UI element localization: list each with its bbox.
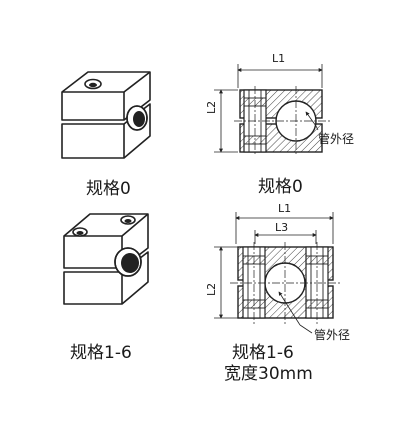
caption-width: 宽度30mm	[224, 364, 313, 384]
iso-clamp-size0	[61, 71, 151, 159]
dim-label-L2-bottom: L2	[205, 282, 218, 296]
dim-label-L1-top: L1	[272, 52, 286, 65]
annotation-pipe-od-bottom: 管外径	[314, 328, 351, 342]
caption-section-size1-6: 规格1-6	[232, 343, 294, 363]
caption-iso-size0: 规格0	[86, 179, 131, 199]
dim-label-L3-bottom: L3	[275, 221, 289, 234]
dim-label-L2-top: L2	[205, 100, 218, 114]
annotation-pipe-od-top: 管外径	[318, 132, 355, 146]
caption-section-size0: 规格0	[258, 177, 303, 197]
iso-clamp-size1-6	[63, 213, 149, 305]
section-view-size0	[214, 64, 330, 156]
section-view-size1-6	[214, 212, 340, 334]
dim-label-L1-bottom: L1	[278, 202, 292, 215]
caption-iso-size1-6: 规格1-6	[70, 343, 132, 363]
